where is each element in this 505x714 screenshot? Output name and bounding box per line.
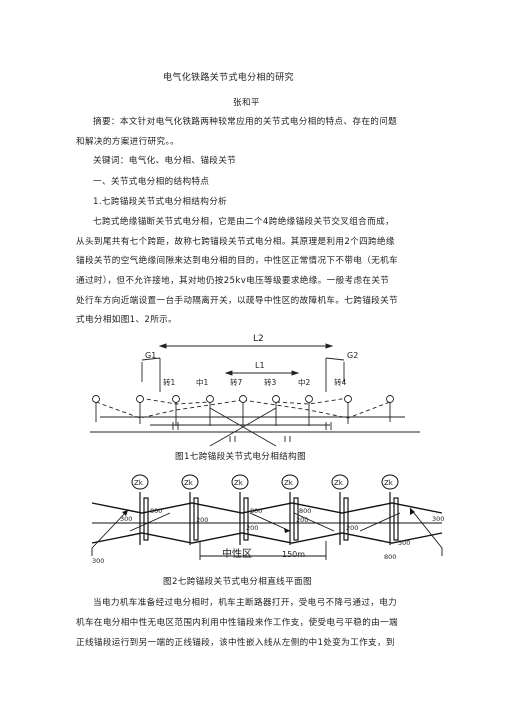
figure1-caption: 图1七跨锚段关节式电分相结构图 bbox=[175, 452, 307, 462]
pole-label: 转3 bbox=[264, 377, 276, 387]
zk-label: Zk bbox=[234, 479, 244, 487]
label-200: 200 bbox=[246, 524, 258, 532]
paper-title: 电气化铁路关节式电分相的研究 bbox=[163, 73, 294, 83]
label-200: 200 bbox=[196, 516, 208, 524]
label-L1: L1 bbox=[255, 361, 265, 370]
figure2-caption: 图2七跨锚段关节式电分相直线平面图 bbox=[163, 577, 312, 587]
body-line: 正线锚段运行到另一端的正线锚段，该中性嵌入线从左侧的中1处变为工作支，到 bbox=[76, 638, 395, 648]
label-800: 800 bbox=[250, 507, 262, 515]
label-300: 300 bbox=[92, 557, 104, 565]
body-line: 从头到尾共有七个跨距，故称七跨锚段关节式电分相。其原理是利用2个四跨绝缘 bbox=[76, 237, 395, 247]
label-200: 200 bbox=[346, 524, 358, 532]
abstract-line: 和解决的方案进行研究。。 bbox=[76, 137, 180, 147]
zk-label: Zk bbox=[184, 479, 194, 487]
zk-label: Zk bbox=[334, 479, 344, 487]
abstract-line: 摘要：本文针对电气化铁路两种较常应用的关节式电分相的特点、存在的问题 bbox=[93, 117, 398, 127]
body-line: 当电力机车准备经过电分相时，机车主断路器打开，受电弓不降弓通过，电力 bbox=[93, 598, 398, 608]
label-300: 300 bbox=[432, 515, 444, 523]
neutral-zone-length: 150m bbox=[282, 550, 305, 559]
zk-label: Zk bbox=[384, 479, 394, 487]
pole-label: 中2 bbox=[298, 377, 310, 387]
section-heading: 一、关节式电分相的结构特点 bbox=[93, 177, 210, 187]
body-line: 处行车方向近端设置一台手动隔离开关，以疏导中性区的故障机车。七跨锚段关节 bbox=[76, 296, 398, 306]
keywords: 关键词：电气化、电分相、锚段关节 bbox=[93, 156, 237, 166]
zk-label: Zk bbox=[284, 479, 294, 487]
subsection-heading: 1.七跨锚段关节式电分相结构分析 bbox=[93, 197, 228, 207]
pole-label: 转7 bbox=[230, 377, 242, 387]
body-line: 七跨式绝缘锚断关节式电分相，它是由二个4跨绝缘锚段关节交叉组合而成， bbox=[93, 217, 394, 227]
label-300: 300 bbox=[398, 539, 410, 547]
label-200: 200 bbox=[296, 516, 308, 524]
label-300: 300 bbox=[120, 515, 132, 523]
body-line: 式电分相如图1、2所示。 bbox=[76, 315, 178, 325]
body-line: 机车在电分相中性无电区范围内利用中性锚段来作工作支，使受电弓平稳的由一端 bbox=[76, 618, 398, 628]
label-G1: G1 bbox=[145, 351, 156, 360]
label-800: 800 bbox=[384, 553, 396, 561]
neutral-zone-label: 中性区 bbox=[222, 547, 252, 560]
body-line: 锚段关节的空气绝缘间隙来达到电分相的目的，中性区正常情况下不带电（无机车 bbox=[76, 256, 398, 266]
body-line: 通过时），但不允许接地，其对地仍按25kv电压等级要求绝缘。一般考虑在关节 bbox=[76, 276, 390, 286]
pole-label: 转1 bbox=[163, 377, 175, 387]
label-800: 800 bbox=[299, 507, 311, 515]
pole-label: 中1 bbox=[196, 377, 208, 387]
pole-label: 转4 bbox=[334, 377, 346, 387]
label-800: 800 bbox=[150, 507, 162, 515]
zk-label: Zk bbox=[134, 479, 144, 487]
label-L2: L2 bbox=[253, 334, 264, 344]
label-G2: G2 bbox=[347, 351, 358, 360]
author-name: 张和平 bbox=[233, 98, 260, 108]
